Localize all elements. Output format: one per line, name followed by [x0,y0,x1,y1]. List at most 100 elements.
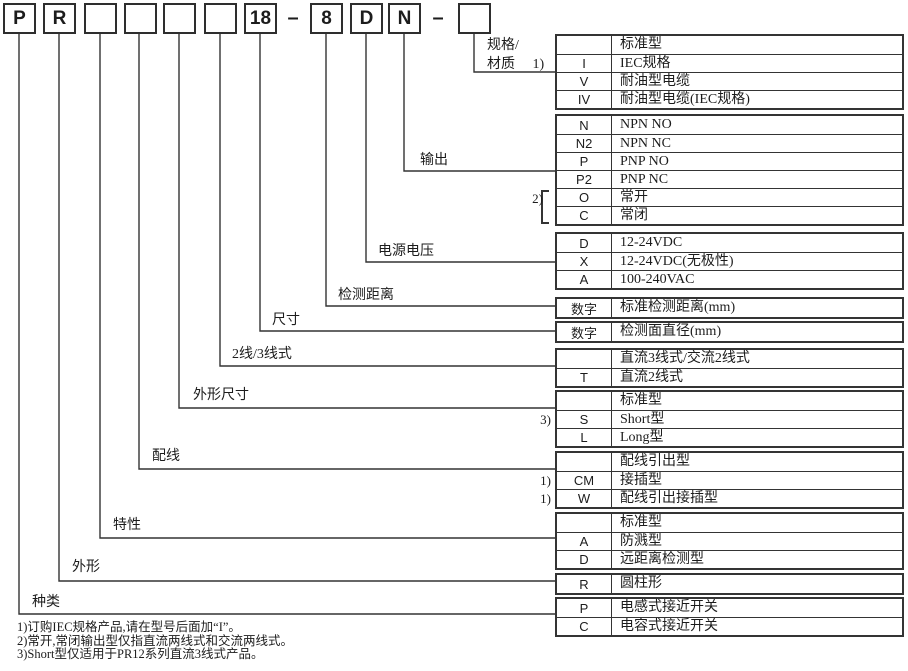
code-cell: W [557,490,612,507]
code-cell: 数字 [557,323,612,341]
table-row: S Short型 [557,410,902,428]
footnote-ref: 2) [532,191,543,206]
table-row: O 常开 [557,188,902,206]
code-cell: D [557,551,612,568]
group-label-supply-voltage: 电源电压 [378,244,434,259]
table-row: 数字标准检测距离(mm) [557,299,902,317]
table-row: 标准型 [557,36,902,54]
code-cell: N [557,116,612,134]
desc-cell: 接插型 [620,472,662,488]
group-label-size: 尺寸 [272,313,300,328]
table-row: 标准型 [557,392,902,410]
desc-cell: 耐油型电缆 [620,73,690,89]
desc-cell: 检测面直径(mm) [620,324,722,339]
code-cell [557,36,612,54]
desc-cell: 圆柱形 [620,576,662,591]
model-code-dash: – [432,7,444,29]
desc-cell: 防溅型 [620,533,662,549]
desc-cell: 电容式接近开关 [620,618,718,634]
model-code-box-4 [124,3,157,34]
code-table-category: P 电感式接近开关 C 电容式接近开关 [555,597,904,637]
desc-cell: IEC规格 [620,55,671,71]
connector-line-size [259,33,555,332]
group-label-output: 输出 [420,153,448,168]
code-cell: X [557,253,612,270]
model-code-box-5 [163,3,196,34]
desc-cell: 电感式接近开关 [620,600,718,615]
bracket [541,190,549,224]
table-row: P 电感式接近开关 [557,599,902,617]
desc-cell: Short型 [620,411,665,427]
table-row: C 电容式接近开关 [557,617,902,635]
model-code-dash: – [287,7,299,29]
footnote-ref: 1) [540,491,551,506]
code-table-size: 数字检测面直径(mm) [555,321,904,343]
code-cell: IV [557,91,612,108]
desc-cell: 100-240VAC [620,271,695,287]
desc-cell: PNP NO [620,153,669,169]
group-label-spec-material: 规格/ 材质 1) [487,38,545,72]
desc-cell: NPN NC [620,135,671,151]
code-table-sensing-distance: 数字标准检测距离(mm) [555,297,904,319]
footnote-ref: 3) [540,412,551,427]
group-label-wiring: 配线 [152,449,180,464]
model-code-box-6 [204,3,237,34]
table-row: R 圆柱形 [557,575,902,593]
footnote: 3)Short型仅适用于PR12系列直流3线式产品。 [17,647,264,661]
connector-line-shape [58,33,555,582]
table-row: 直流3线式/交流2线式 [557,350,902,368]
desc-cell: 常开 [620,189,648,205]
code-cell: D [557,234,612,252]
code-cell: CM [557,472,612,489]
model-code-box-8: 8 [310,3,343,34]
desc-cell: 12-24VDC(无极性) [620,253,734,269]
desc-cell: 耐油型电缆(IEC规格) [620,91,750,107]
group-label-body-size: 外形尺寸 [193,388,249,403]
code-cell: C [557,207,612,224]
group-label-feature: 特性 [113,518,141,533]
code-cell: L [557,429,612,446]
model-code-box-11 [458,3,491,34]
table-row: CM 接插型 [557,471,902,489]
model-code-box-2: R [43,3,76,34]
code-table-shape: R 圆柱形 [555,573,904,595]
footnotes-block: 1)订购IEC规格产品,请在型号后面加“I”。2)常开,常闭输出型仅指直流两线式… [17,620,293,662]
code-cell: A [557,533,612,550]
group-label-sensing-distance: 检测距离 [338,288,394,303]
code-cell: R [557,575,612,593]
group-label-shape: 外形 [72,560,100,575]
code-cell: C [557,618,612,635]
code-cell [557,350,612,368]
footnote-ref: 1) [540,473,551,488]
code-cell: O [557,189,612,206]
table-row: N2 NPN NC [557,134,902,152]
code-cell: S [557,411,612,428]
desc-cell: 标准型 [620,393,662,408]
code-cell: T [557,369,612,386]
model-code-box-1: P [3,3,36,34]
code-cell: P [557,599,612,617]
code-cell [557,392,612,410]
code-cell [557,514,612,532]
connector-line-wire-type [219,33,555,367]
desc-cell: 直流3线式/交流2线式 [620,351,750,366]
table-row: A 100-240VAC [557,270,902,288]
footnote: 1)订购IEC规格产品,请在型号后面加“I”。 [17,620,241,634]
code-cell: A [557,271,612,288]
desc-cell: 直流2线式 [620,369,683,385]
code-cell: N2 [557,135,612,152]
code-cell: P2 [557,171,612,188]
